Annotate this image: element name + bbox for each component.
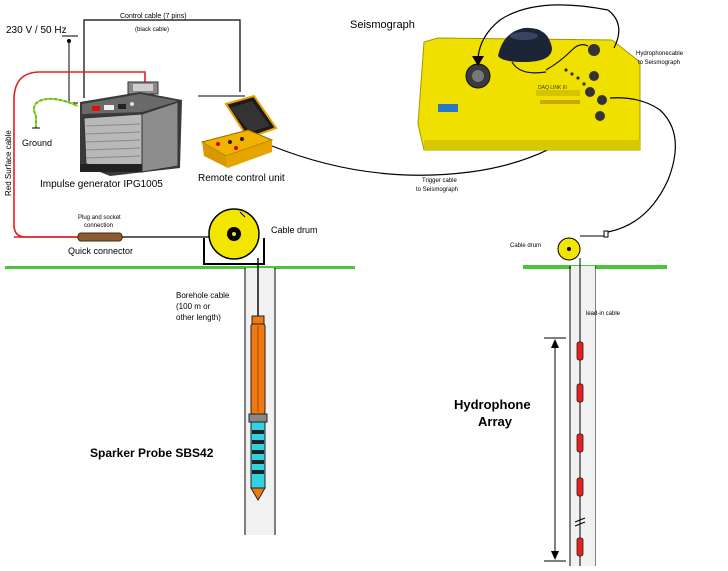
seismograph-top-cable [477, 4, 609, 59]
borehole-right [569, 266, 596, 566]
seismograph [417, 27, 641, 151]
quick-connector-label: Quick connector [68, 246, 133, 256]
borehole-cable-label: Borehole cable [176, 291, 230, 300]
hydrophone-cable-sublabel: to Seismograph [638, 60, 680, 66]
control-cable-label: Control cable (7 pins) [120, 13, 187, 20]
array-length-indicator [544, 337, 566, 562]
control-cable-sublabel: (black cable) [135, 27, 169, 33]
remote-control-unit [200, 94, 278, 168]
plug-socket-label: Plug and socket [78, 215, 121, 221]
sparker-probe-label: Sparker Probe SBS42 [90, 446, 214, 460]
trigger-cable-label: Trigger cable [422, 178, 457, 184]
ground-wire [33, 97, 79, 128]
seismograph-label: Seismograph [350, 19, 415, 31]
hydrophone-array [574, 341, 586, 557]
remote-control-label: Remote control unit [198, 173, 285, 184]
impulse-generator-label: Impulse generator IPG1005 [40, 179, 163, 190]
lead-in-cable-label: lead-in cable [586, 311, 621, 317]
ground-label: Ground [22, 138, 52, 148]
impulse-generator [80, 81, 182, 176]
hydrophone-array-label: Hydrophone [454, 397, 531, 412]
seismograph-panel-text: DAQ LINK III [538, 85, 567, 91]
ground-wire-green [33, 97, 79, 128]
seismograph-cable-arrow-icon [472, 56, 484, 66]
sparker-probe [248, 315, 268, 501]
plug-socket-sublabel: connection [84, 223, 113, 229]
cable-drum-left [203, 208, 265, 265]
ground-surface-left [5, 266, 355, 269]
trigger-cable-sublabel: to Seismograph [416, 187, 458, 193]
cable-drum-left-label: Cable drum [271, 225, 318, 235]
cable-drum-right-label: Cable drum [510, 243, 541, 249]
hydrophone-array-sublabel: Array [478, 414, 513, 429]
hydrophone-cable-loop [607, 97, 676, 233]
quick-connector [77, 232, 123, 242]
seismograph-top-cable-2 [607, 9, 620, 49]
power-label: 230 V / 50 Hz [6, 25, 67, 36]
red-surface-cable-label: Red Surface cable [4, 130, 13, 196]
cable-drum-right [557, 230, 609, 261]
hydrophone-cable-label: Hydrophonecable [636, 51, 684, 57]
borehole-cable-sublabel-2: other length) [176, 313, 221, 322]
control-cable [83, 19, 241, 98]
borehole-cable-sublabel-1: (100 m or [176, 302, 211, 311]
